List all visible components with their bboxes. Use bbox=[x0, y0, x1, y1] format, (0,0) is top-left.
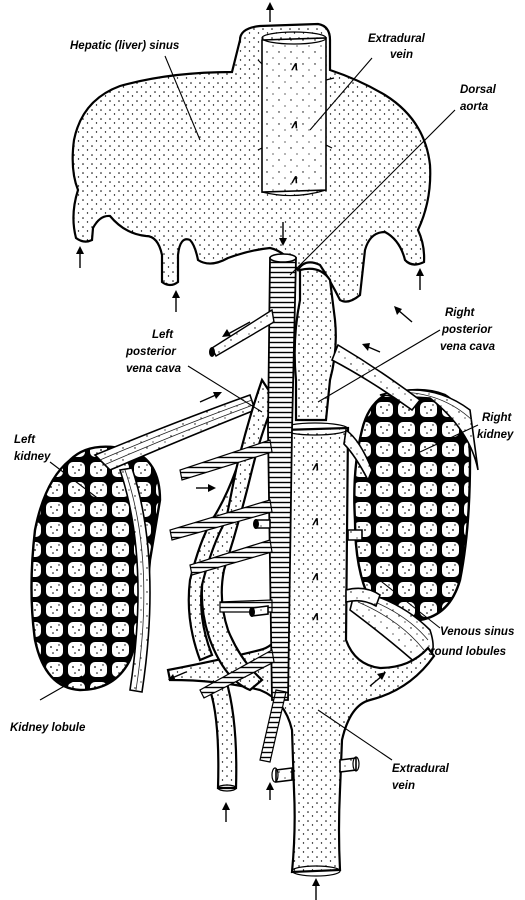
svg-text:∧: ∧ bbox=[311, 461, 319, 473]
label-extradural-vein-top-1: Extradural bbox=[368, 33, 426, 45]
svg-text:∧: ∧ bbox=[311, 571, 319, 583]
connective-bands bbox=[93, 389, 479, 693]
label-left-pvc-2: posterior bbox=[125, 346, 176, 358]
svg-text:∧: ∧ bbox=[311, 516, 319, 528]
label-dorsal-aorta-2: aorta bbox=[460, 101, 489, 113]
extradural-vein-upper: ∧ ∧ ∧ bbox=[257, 31, 335, 197]
label-right-kidney-2: kidney bbox=[477, 429, 514, 441]
label-right-pvc-3: vena cava bbox=[440, 341, 496, 353]
svg-text:∧: ∧ bbox=[311, 611, 319, 623]
hepatic-sinus bbox=[71, 22, 432, 303]
label-left-pvc-3: vena cava bbox=[126, 363, 182, 375]
flow-arrows bbox=[76, 2, 424, 900]
label-extradural-vein-bottom-2: vein bbox=[392, 780, 415, 792]
labels: Hepatic (liver) sinus Extradural vein Do… bbox=[10, 33, 514, 792]
label-right-pvc-1: Right bbox=[445, 307, 476, 319]
leader-lines bbox=[39, 55, 479, 761]
label-extradural-vein-top-2: vein bbox=[390, 49, 413, 61]
dorsal-aorta bbox=[169, 253, 363, 763]
label-dorsal-aorta-1: Dorsal bbox=[460, 84, 497, 96]
label-hepatic-sinus: Hepatic (liver) sinus bbox=[70, 40, 179, 52]
label-left-kidney-1: Left bbox=[14, 434, 36, 446]
label-right-pvc-2: posterior bbox=[441, 324, 492, 336]
label-left-kidney-2: kidney bbox=[14, 451, 51, 463]
label-left-pvc-1: Left bbox=[152, 329, 174, 341]
label-kidney-lobule: Kidney lobule bbox=[10, 722, 86, 734]
extradural-vein-lower: ∧ ∧ ∧ ∧ bbox=[166, 422, 436, 877]
label-extradural-vein-bottom-1: Extradural bbox=[392, 763, 450, 775]
left-lower-vein bbox=[208, 678, 238, 792]
label-venous-sinus-1: Venous sinus bbox=[440, 626, 514, 638]
svg-text:∧: ∧ bbox=[290, 119, 298, 131]
right-posterior-vena-cava bbox=[293, 267, 422, 422]
right-kidney bbox=[353, 388, 472, 622]
svg-text:∧: ∧ bbox=[290, 174, 298, 186]
label-venous-sinus-2: round lobules bbox=[430, 646, 506, 658]
svg-text:∧: ∧ bbox=[290, 61, 298, 73]
label-right-kidney-1: Right bbox=[482, 412, 513, 424]
venous-sinus-connector bbox=[343, 428, 381, 608]
